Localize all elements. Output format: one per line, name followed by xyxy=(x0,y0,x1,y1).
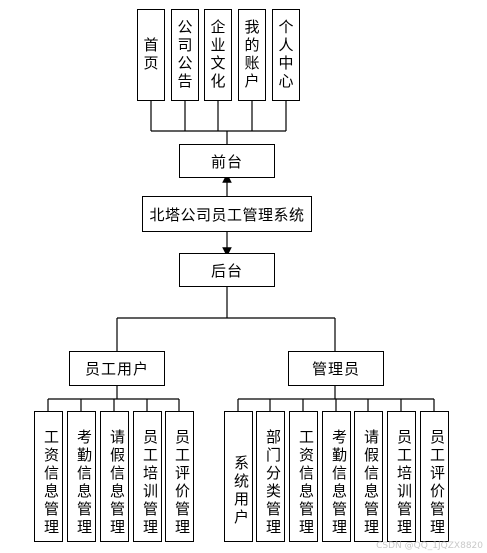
watermark-text: CSDN @QQ_1JQZX8820 xyxy=(376,541,483,551)
node-employee-module-5: 员工评价管理 xyxy=(165,411,194,542)
node-front-module-4: 我的账户 xyxy=(238,9,266,101)
node-admin-module-6: 员工培训管理 xyxy=(387,411,416,542)
node-front-module-3: 企业文化 xyxy=(204,9,232,101)
node-front-module-2: 公司公告 xyxy=(171,9,199,101)
node-frontend: 前台 xyxy=(179,144,275,178)
node-role-employee: 员工用户 xyxy=(69,351,165,386)
node-admin-module-2: 部门分类管理 xyxy=(256,411,285,542)
node-backend: 后台 xyxy=(179,253,275,287)
node-front-module-5: 个人中心 xyxy=(272,9,300,101)
node-role-admin: 管理员 xyxy=(288,351,384,386)
node-admin-module-1: 系统用户 xyxy=(224,411,253,542)
node-admin-module-5: 请假信息管理 xyxy=(354,411,383,542)
node-system: 北塔公司员工管理系统 xyxy=(142,196,312,232)
node-admin-module-7: 员工评价管理 xyxy=(420,411,449,542)
node-employee-module-3: 请假信息管理 xyxy=(100,411,129,542)
node-admin-module-3: 工资信息管理 xyxy=(289,411,318,542)
node-admin-module-4: 考勤信息管理 xyxy=(322,411,351,542)
node-front-module-1: 首页 xyxy=(137,9,165,101)
node-employee-module-1: 工资信息管理 xyxy=(34,411,63,542)
node-employee-module-4: 员工培训管理 xyxy=(133,411,162,542)
node-employee-module-2: 考勤信息管理 xyxy=(67,411,96,542)
